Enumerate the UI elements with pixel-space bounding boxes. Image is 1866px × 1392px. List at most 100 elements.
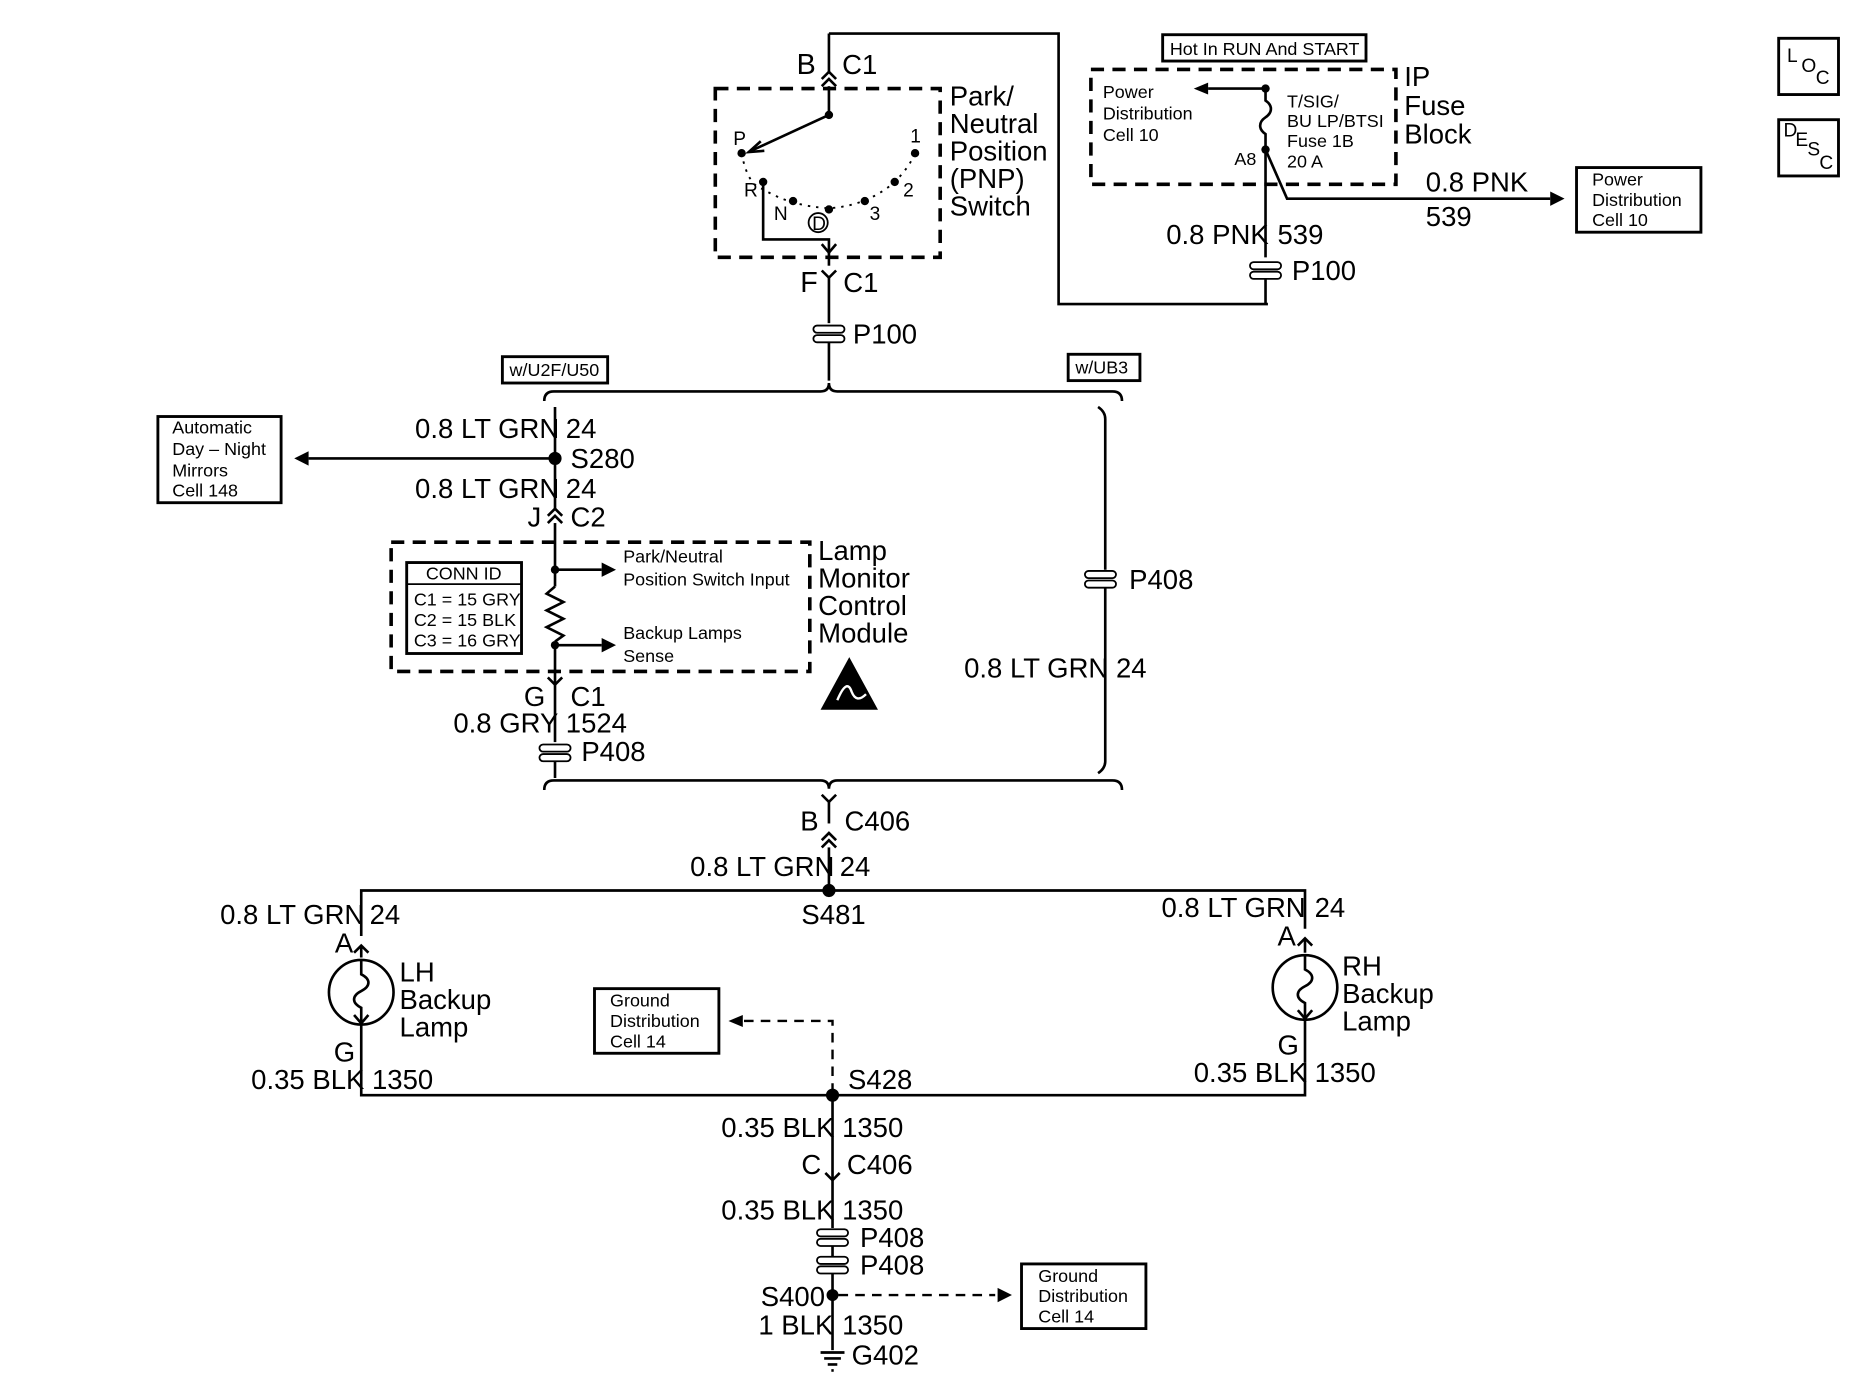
splice-s400-label: S400 — [761, 1281, 825, 1312]
svg-text:O: O — [1801, 56, 1816, 77]
ground-dist-ref-1: Ground Distribution Cell 14 — [610, 991, 705, 1052]
switch-pos-d: D — [812, 214, 826, 235]
mirror-wire-top: 0.8 LT GRN — [415, 413, 559, 444]
lh-wire-bottom: 0.35 BLK — [251, 1064, 365, 1095]
lmcm-input-2: Backup Lamps Sense — [623, 623, 747, 666]
lmcm-dashed-box — [389, 540, 812, 674]
lmcm-resistor — [543, 585, 567, 643]
conn-id-box — [405, 561, 523, 655]
lh-wire-top: 0.8 LT GRN — [220, 899, 364, 930]
option-ub3: w/UB3 — [1074, 357, 1128, 377]
c406-s481: B C406 0.8 LT GRN 24 S481 — [359, 793, 1307, 936]
rh-wire-bottom: 0.35 BLK — [1194, 1057, 1308, 1088]
svg-text:C: C — [1816, 68, 1830, 89]
p408-label-right: P408 — [1129, 564, 1193, 595]
ground-symbol-icon — [820, 1351, 845, 1372]
pnk-circuit: 0.8 PNK 539 Power Distribution Cell 10 0… — [1166, 166, 1703, 305]
rh-lamp-name: RH Backup Lamp — [1342, 950, 1441, 1036]
lmcm-output-pin: G — [524, 681, 545, 712]
power-distribution-ref: Power Distribution Cell 10 — [1592, 170, 1687, 231]
pnk-wire-lower: 0.8 PNK — [1166, 219, 1269, 250]
switch-top-pin: B — [797, 49, 816, 81]
splice-s481-label: S481 — [801, 899, 865, 930]
rh-pin-bottom: G — [1277, 1029, 1298, 1060]
conn-id-title: CONN ID — [426, 563, 502, 583]
c406-top-num: 24 — [840, 851, 871, 882]
switch-pos-2: 2 — [903, 180, 914, 201]
ground-dist-box-2 — [1020, 1262, 1148, 1331]
switch-pos-p: P — [733, 129, 746, 150]
ground-wire-3: 1 BLK — [758, 1310, 834, 1341]
lh-pin-top: A — [335, 928, 354, 959]
c406-top-wire: 0.8 LT GRN — [690, 851, 834, 882]
splice-s280-label: S280 — [571, 443, 635, 474]
c406-top-pin: B — [800, 806, 818, 837]
mirror-num-bottom: 24 — [566, 473, 597, 504]
lmcm-name: Lamp Monitor Control Module — [818, 535, 917, 649]
switch-bottom-pin: F — [800, 267, 818, 299]
conn-id-list: C1 = 15 GRY C2 = 15 BLK C3 = 16 GRY — [414, 590, 526, 651]
switch-pos-n: N — [774, 204, 788, 225]
c406-top-conn: C406 — [844, 806, 910, 837]
c406-bottom-pin: C — [801, 1149, 821, 1180]
option-bracket-top: w/U2F/U50 w/UB3 — [500, 352, 1142, 402]
mirror-num-top: 24 — [566, 413, 597, 444]
mirror-ref-box — [156, 415, 283, 505]
rh-num-bottom: 1350 — [1315, 1057, 1376, 1088]
lamp-monitor-module: CONN ID C1 = 15 GRY C2 = 15 BLK C3 = 16 … — [389, 523, 917, 778]
pnk-num-lower: 539 — [1277, 219, 1323, 250]
lmcm-input-pin: J — [528, 502, 542, 533]
lh-pin-bottom: G — [334, 1037, 355, 1068]
svg-text:C: C — [1819, 153, 1833, 174]
p408-label-low-2: P408 — [860, 1250, 924, 1281]
ip-fuse-block: Hot In RUN And START IP Fuse Block Power… — [1089, 33, 1565, 258]
lh-num-top: 24 — [370, 899, 401, 930]
ground-num-3: 1350 — [842, 1310, 903, 1341]
splice-s428-label: S428 — [848, 1064, 912, 1095]
ground-wire-2: 0.35 BLK — [721, 1195, 835, 1226]
fuse-block-name: IP Fuse Block — [1404, 61, 1473, 149]
ub3-branch: P408 0.8 LT GRN 24 — [964, 405, 1193, 775]
rh-wire-top: 0.8 LT GRN — [1161, 892, 1305, 923]
pnp-switch: B C1 P R N D 3 2 1 Park/ Neutral Positio — [713, 32, 1268, 324]
option-u2f: w/U2F/U50 — [509, 360, 600, 380]
fuse-pin-a8: A8 — [1234, 149, 1256, 169]
loc-icon[interactable]: L O C — [1777, 36, 1840, 96]
fuse-1b-symbol — [1258, 88, 1273, 149]
switch-name: Park/ Neutral Position (PNP) Switch — [950, 80, 1056, 221]
pnk-wire-upper: 0.8 PNK — [1426, 166, 1529, 197]
p100-label-fuse: P100 — [1292, 255, 1356, 286]
option-bracket-bottom — [542, 779, 1124, 791]
p408-label-low-1: P408 — [860, 1222, 924, 1253]
rh-num-top: 24 — [1315, 892, 1346, 923]
switch-bottom-connector: C1 — [843, 267, 878, 298]
c406-bottom-conn: C406 — [847, 1149, 913, 1180]
svg-text:D: D — [1783, 120, 1797, 141]
svg-text:L: L — [1787, 46, 1798, 67]
ground-circuit: Ground Distribution Cell 14 S428 0.35 BL… — [593, 987, 1148, 1372]
lh-backup-lamp: 0.8 LT GRN 24 A LH Backup Lamp G 0.35 BL… — [220, 899, 1307, 1097]
pnk-num-upper: 539 — [1426, 201, 1472, 232]
ground-num-1: 1350 — [842, 1112, 903, 1143]
lmcm-output-conn: C1 — [571, 681, 606, 712]
hot-label: Hot In RUN And START — [1170, 39, 1360, 59]
lmcm-input-conn: C2 — [571, 502, 606, 533]
esd-sensitive-icon — [820, 657, 878, 710]
fuse-1b-label: T/SIG/ BU LP/BTSI Fuse 1B 20 A — [1287, 92, 1389, 172]
lmcm-output-num: 1524 — [566, 707, 627, 738]
mirror-branch: 0.8 LT GRN 24 S280 Automatic Day – Night… — [156, 406, 635, 533]
desc-icon[interactable]: D E S C — [1777, 118, 1840, 178]
ground-num-2: 1350 — [842, 1195, 903, 1226]
ground-dist-ref-2: Ground Distribution Cell 14 — [1038, 1266, 1133, 1327]
power-distribution-box — [1575, 166, 1703, 234]
lh-num-bottom: 1350 — [372, 1064, 433, 1095]
mirror-ref: Automatic Day – Night Mirrors Cell 148 — [172, 417, 271, 500]
fuse-block-dashed-box — [1089, 67, 1398, 187]
svg-text:S: S — [1807, 140, 1820, 161]
switch-top-connector: C1 — [842, 49, 877, 80]
p100-passthrough-switch: P100 — [812, 319, 917, 381]
switch-pos-r: R — [744, 180, 758, 201]
mirror-wire-bottom: 0.8 LT GRN — [415, 473, 559, 504]
ground-g402-label: G402 — [852, 1339, 919, 1370]
